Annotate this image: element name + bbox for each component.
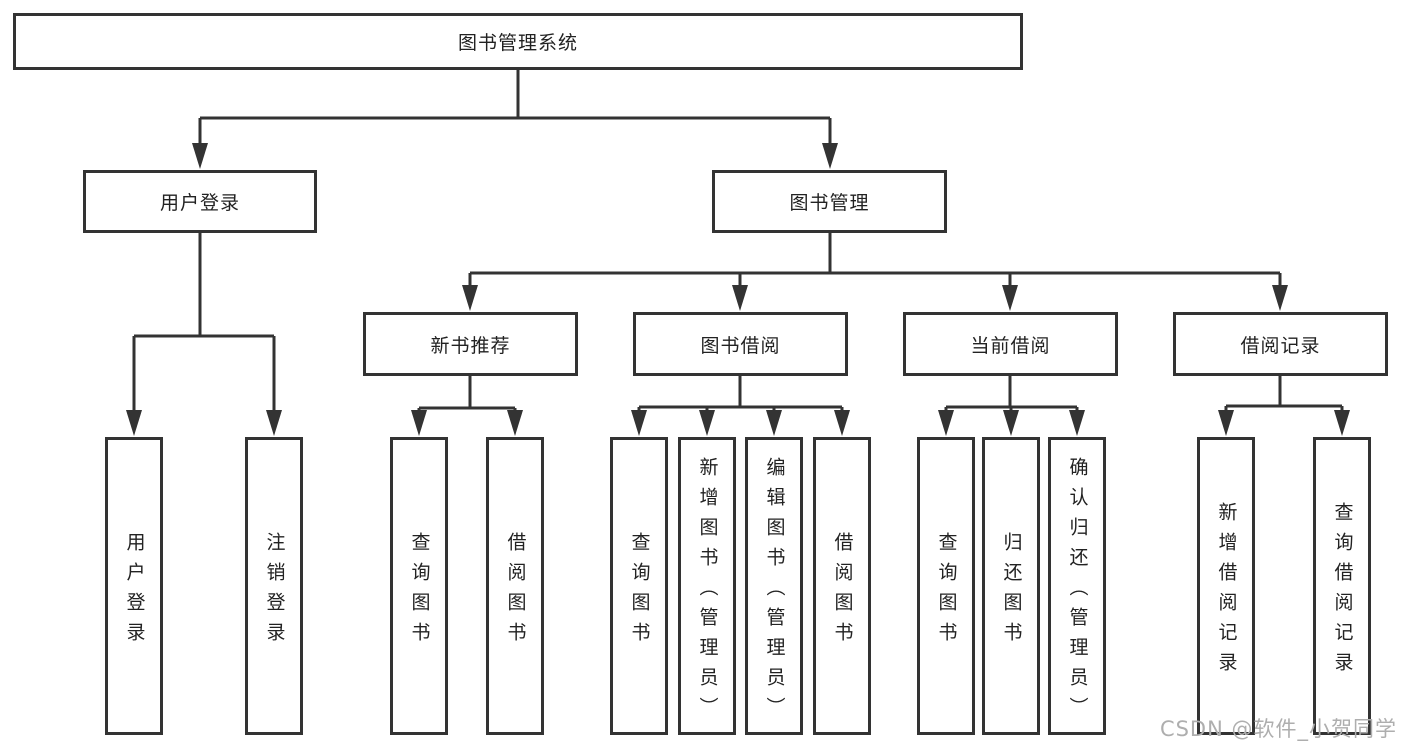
leaf-borrow-books-1: 借阅图书	[486, 437, 544, 735]
node-system-root: 图书管理系统	[13, 13, 1023, 70]
leaf-query-books-1: 查询图书	[390, 437, 448, 735]
node-label: 注销登录	[263, 531, 286, 652]
node-label: 查询图书	[935, 531, 958, 652]
node-borrow-records: 借阅记录	[1173, 312, 1388, 376]
leaf-query-books-2: 查询图书	[610, 437, 668, 735]
node-label: 图书借阅	[700, 334, 781, 357]
leaf-edit-books-admin: 编辑图书（管理员）	[745, 437, 803, 735]
node-label: 借阅图书	[831, 531, 854, 652]
node-book-management: 图书管理	[712, 170, 947, 233]
node-label: 用户登录	[123, 531, 146, 652]
leaf-borrow-books-2: 借阅图书	[813, 437, 871, 735]
node-label: 当前借阅	[970, 334, 1051, 357]
node-label: 图书管理	[789, 192, 870, 214]
node-label: 编辑图书（管理员）	[763, 456, 786, 727]
leaf-return-books: 归还图书	[982, 437, 1040, 735]
node-label: 新书推荐	[430, 334, 511, 357]
node-current-borrowing: 当前借阅	[903, 312, 1118, 376]
leaf-query-books-3: 查询图书	[917, 437, 975, 735]
node-new-book-recommend: 新书推荐	[363, 312, 578, 376]
node-label: 查询图书	[628, 531, 651, 652]
leaf-query-borrow-record: 查询借阅记录	[1313, 437, 1371, 735]
leaf-user-login: 用户登录	[105, 437, 163, 735]
node-label: 新增图书（管理员）	[696, 456, 719, 727]
node-label: 用户登录	[159, 192, 240, 214]
leaf-add-books-admin: 新增图书（管理员）	[678, 437, 736, 735]
node-user-login: 用户登录	[83, 170, 317, 233]
leaf-add-borrow-record: 新增借阅记录	[1197, 437, 1255, 735]
node-label: 借阅图书	[504, 531, 527, 652]
node-label: 确认归还（管理员）	[1066, 456, 1089, 727]
node-label: 归还图书	[1000, 531, 1023, 652]
leaf-logout: 注销登录	[245, 437, 303, 735]
csdn-watermark: CSDN @软件_小贺同学	[1159, 717, 1397, 741]
node-label: 图书管理系统	[457, 32, 578, 54]
leaf-confirm-return-admin: 确认归还（管理员）	[1048, 437, 1106, 735]
node-book-borrowing: 图书借阅	[633, 312, 848, 376]
node-label: 新增借阅记录	[1215, 501, 1238, 682]
node-label: 查询图书	[408, 531, 431, 652]
node-label: 查询借阅记录	[1331, 501, 1354, 682]
node-label: 借阅记录	[1240, 334, 1321, 357]
